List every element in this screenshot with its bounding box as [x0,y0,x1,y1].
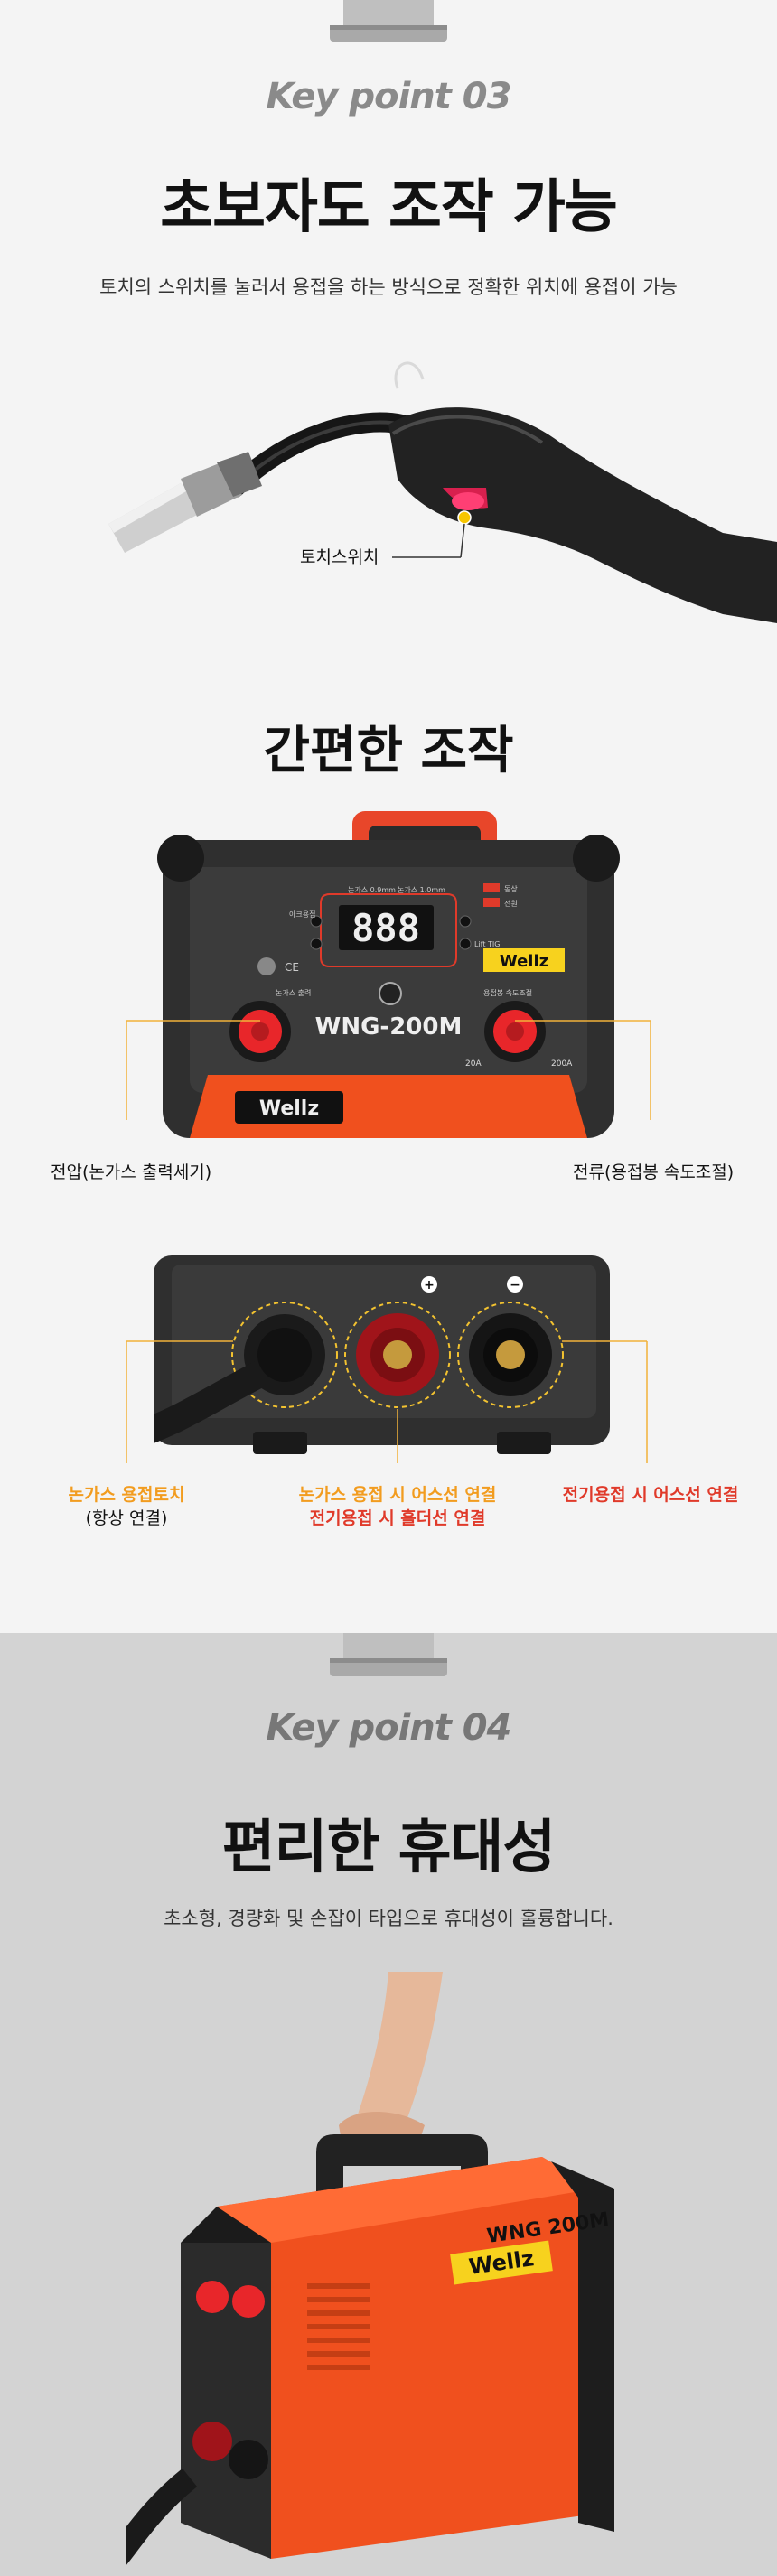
section-title: 초보자도 조작 가능 [160,174,618,241]
section-key-point-04: Key point 04 편리한 휴대성 초소형, 경량화 및 손잡이 타입으로… [0,1633,777,2576]
svg-text:용접봉 속도조절: 용접봉 속도조절 [483,988,532,997]
plus-connector-label: 논가스 용접 시 어스선 연결 [298,1485,497,1505]
svg-text:CE: CE [285,961,299,974]
key-point-label: Key point 04 [266,1707,512,1749]
svg-text:전원: 전원 [504,899,518,908]
connector-leader-lines [126,1340,648,1463]
svg-text:−: − [510,1278,520,1293]
section-title: 편리한 휴대성 [221,1815,557,1881]
svg-text:WNG-200M: WNG-200M [315,1013,463,1041]
section-description: 초소형, 경량화 및 손잡이 타입으로 휴대성이 훌륭합니다. [164,1908,613,1929]
svg-text:+: + [424,1278,435,1293]
svg-text:20A: 20A [465,1059,482,1069]
section-key-point-03: Key point 03 초보자도 조작 가능 토치의 스위치를 눌러서 용접을… [0,0,777,1633]
svg-text:아크용접: 아크용접 [289,910,315,919]
front-connectors-image: + − [154,1255,610,1454]
svg-text:200A: 200A [551,1059,573,1069]
voltage-label: 전압(논가스 출력세기) [51,1162,212,1182]
portable-welder-image: WNG 200M Wellz [126,1972,614,2565]
svg-text:논가스 1.0mm: 논가스 1.0mm [398,886,445,894]
section-description: 토치의 스위치를 눌러서 용접을 하는 방식으로 정확한 위치에 용접이 가능 [99,276,678,298]
knob-leader-lines [126,1020,651,1120]
minus-connector-label: 전기용접 시 어스선 연결 [562,1485,739,1505]
torch-connector-label: 논가스 용접토치 [68,1485,185,1505]
clip-icon [330,1633,447,1676]
svg-text:동상: 동상 [504,884,518,893]
torch-switch-label: 토치스위치 [300,547,379,567]
svg-text:논가스 0.9mm: 논가스 0.9mm [348,886,396,894]
svg-text:Wellz: Wellz [259,1097,319,1120]
svg-text:Wellz: Wellz [500,952,548,971]
plus-connector-sublabel: 전기용접 시 홀더선 연결 [309,1508,486,1528]
key-point-label: Key point 03 [266,76,512,117]
panel-display: 888 [351,906,420,950]
current-label: 전류(용접봉 속도조절) [573,1162,735,1182]
welding-torch-image [108,361,777,623]
control-panel-image: 888 논가스 0.9mm 논가스 1.0mm 아크용접 Lift TIG 동상… [157,811,620,1138]
svg-text:Lift TIG: Lift TIG [474,940,500,948]
svg-text:논가스 출력: 논가스 출력 [276,988,311,997]
torch-connector-sublabel: (항상 연결) [85,1508,168,1528]
clip-icon [330,0,447,42]
section-subtitle: 간편한 조작 [263,722,514,780]
